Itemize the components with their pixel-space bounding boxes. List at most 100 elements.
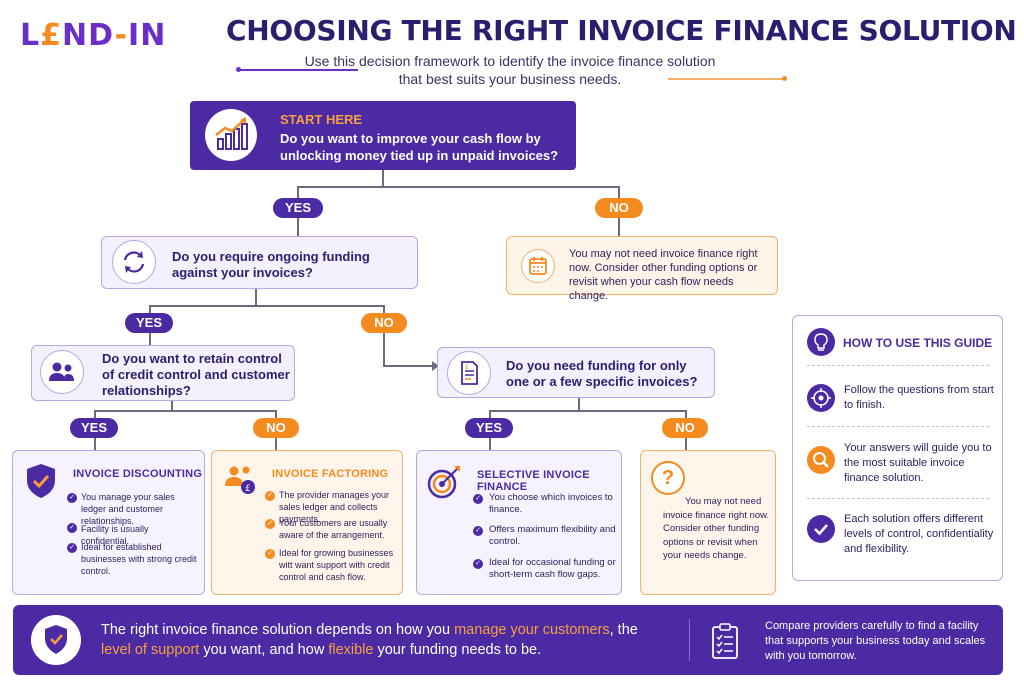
check-icon: ✓ <box>67 543 77 553</box>
connector <box>149 333 151 345</box>
card-title: INVOICE FACTORING <box>272 468 389 480</box>
question-retain-control: Do you want to retain control of credit … <box>31 345 295 401</box>
question-text: Do you need funding for only one or a fe… <box>506 358 698 389</box>
subtitle-rule-left <box>240 69 358 71</box>
refresh-cycle-icon <box>112 240 156 284</box>
growth-chart-icon <box>205 109 257 161</box>
outcome-no-finance: You may not need invoice finance right n… <box>506 236 778 302</box>
clipboard-checklist-icon <box>710 622 740 660</box>
card-point: Ideal for occasional funding or short-te… <box>489 557 616 580</box>
footer-advice: Compare providers carefully to find a fa… <box>765 620 986 662</box>
guide-step: Each solution offers different levels of… <box>844 513 994 555</box>
connector <box>382 170 384 186</box>
connector <box>94 438 96 450</box>
arrowhead <box>432 361 439 371</box>
connector <box>275 410 277 418</box>
card-no-finance: ? You may not need invoice finance right… <box>640 450 776 595</box>
card-point: Facility is usually confidential. <box>81 524 149 546</box>
branch-no-pill: NO <box>662 418 708 438</box>
start-label: START HERE <box>280 112 363 127</box>
divider <box>689 619 690 661</box>
connector <box>685 438 687 450</box>
card-point: You manage your sales ledger and custome… <box>81 492 175 526</box>
connector <box>618 186 620 198</box>
check-icon: ✓ <box>265 491 275 501</box>
connector <box>618 218 620 236</box>
check-icon: ✓ <box>67 523 77 533</box>
connector <box>171 401 173 410</box>
svg-text:£: £ <box>245 484 251 494</box>
guide-step: Follow the questions from start to finis… <box>844 384 994 411</box>
branch-no-pill: NO <box>595 198 643 218</box>
branch-no-pill: NO <box>253 418 299 438</box>
calendar-icon <box>521 249 555 283</box>
check-icon: ✓ <box>473 494 483 504</box>
connector <box>149 305 151 313</box>
document-icon: £ <box>447 351 491 395</box>
check-icon: ✓ <box>67 493 77 503</box>
connector <box>578 398 580 410</box>
branch-yes-pill: YES <box>273 198 323 218</box>
question-mark-icon: ? <box>651 461 685 495</box>
page-title: CHOOSING THE RIGHT INVOICE FINANCE SOLUT… <box>226 14 1017 47</box>
guide-step: Your answers will guide you to the most … <box>844 442 992 484</box>
card-point: Ideal for established businesses with st… <box>81 542 197 576</box>
connector <box>383 333 385 366</box>
connector <box>297 218 299 236</box>
shield-check-icon <box>31 615 81 665</box>
connector <box>149 305 384 307</box>
connector <box>297 186 299 198</box>
shield-check-icon <box>23 461 59 501</box>
connector <box>489 410 686 412</box>
people-money-icon: £ <box>222 461 258 497</box>
connector <box>275 438 277 450</box>
card-point: You choose which invoices to finance. <box>489 492 613 515</box>
divider <box>807 426 989 427</box>
lendin-logo: L£ND-IN <box>20 18 167 53</box>
search-icon <box>807 446 835 474</box>
page-subtitle: Use this decision framework to identify … <box>304 53 716 87</box>
lightbulb-icon <box>807 328 835 356</box>
connector <box>94 410 96 418</box>
branch-yes-pill: YES <box>70 418 118 438</box>
branch-no-pill: NO <box>361 313 407 333</box>
connector <box>383 365 435 367</box>
card-selective-invoice-finance: SELECTIVE INVOICE FINANCE ✓ You choose w… <box>416 450 622 595</box>
branch-yes-pill: YES <box>465 418 513 438</box>
connector <box>255 289 257 305</box>
svg-text:£: £ <box>465 364 469 371</box>
people-icon <box>40 350 84 394</box>
question-text: Do you require ongoing funding against y… <box>172 249 370 280</box>
card-text: You may not need invoice finance right n… <box>663 496 770 561</box>
card-invoice-factoring: £ INVOICE FACTORING ✓ The provider manag… <box>211 450 403 595</box>
connector <box>489 410 491 418</box>
footer-message: The right invoice finance solution depen… <box>101 622 638 658</box>
divider <box>807 498 989 499</box>
subtitle-rule-right <box>668 78 783 80</box>
check-icon: ✓ <box>473 526 483 536</box>
divider <box>807 365 989 366</box>
connector <box>297 186 619 188</box>
card-title: INVOICE DISCOUNTING <box>73 468 203 480</box>
connector <box>685 410 687 418</box>
card-point: Ideal for growing businesses witt want s… <box>279 548 394 582</box>
connector <box>383 305 385 313</box>
check-icon: ✓ <box>265 519 275 529</box>
start-question: Do you want to improve your cash flow by… <box>280 131 559 163</box>
card-title: SELECTIVE INVOICE FINANCE <box>477 469 590 493</box>
subtitle-rule-left-dot <box>236 67 241 72</box>
check-icon <box>807 515 835 543</box>
card-invoice-discounting: INVOICE DISCOUNTING ✓ You manage your sa… <box>12 450 205 595</box>
check-icon: ✓ <box>265 549 275 559</box>
how-to-use-guide: HOW TO USE THIS GUIDE Follow the questio… <box>792 315 1003 581</box>
guide-title: HOW TO USE THIS GUIDE <box>843 336 993 350</box>
target-icon <box>807 384 835 412</box>
outcome-text: You may not need invoice finance right n… <box>569 248 758 302</box>
start-box: START HERE Do you want to improve your c… <box>190 101 576 170</box>
question-text: Do you want to retain control of credit … <box>102 351 290 398</box>
subtitle-rule-right-dot <box>782 76 787 81</box>
card-point: The provider manages your sales ledger a… <box>279 490 390 524</box>
connector <box>94 410 276 412</box>
connector <box>489 438 491 450</box>
footer-banner: The right invoice finance solution depen… <box>13 605 1003 675</box>
